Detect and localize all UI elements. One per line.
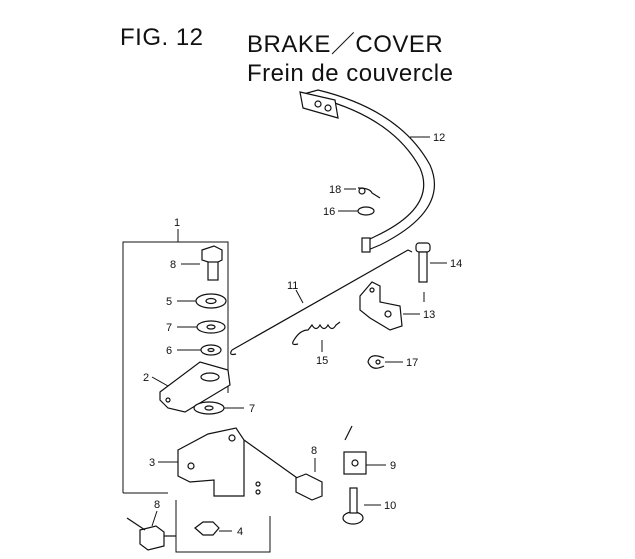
leader-line [151,376,169,387]
washer-part-5 [195,293,227,309]
spring-part-15 [292,321,341,346]
callout-13: 13 [423,309,435,321]
bracket-part-13 [359,281,403,331]
bolt-part-8-top [201,245,223,281]
callout-2: 2 [143,372,149,384]
leader-line [295,289,304,304]
spacer-part-6 [200,344,222,356]
lower-group-outline [175,500,271,553]
brake-band-part-12 [299,89,435,253]
callout-3: 3 [149,457,155,469]
callout-5: 5 [166,296,172,308]
callout-7-lower: 7 [249,403,255,415]
clip-part-18 [357,187,381,199]
title-english: BRAKE／COVER [247,31,444,58]
callout-8-bottom: 8 [154,499,160,511]
callout-8-right: 8 [311,445,317,457]
callout-15: 15 [316,355,328,367]
callout-8-top: 8 [170,259,176,271]
title-french: Frein de couvercle [247,60,454,87]
screw-part-10 [342,487,364,525]
callout-10: 10 [384,500,396,512]
callout-7-upper: 7 [166,322,172,334]
callout-6: 6 [166,345,172,357]
callout-14: 14 [450,258,462,270]
callout-18: 18 [329,184,341,196]
washer-part-16 [357,206,375,216]
callout-11: 11 [287,280,298,292]
plate-part-2 [159,361,231,413]
nut-part-4 [194,521,220,536]
washer-part-7-upper [196,320,226,334]
pin-part-14 [415,242,431,283]
clip-part-17 [367,355,385,369]
callout-1: 1 [174,217,180,229]
callout-17: 17 [406,357,418,369]
figure-number: FIG. 12 [120,24,204,51]
rod-part-11 [230,249,413,356]
callout-4: 4 [237,526,243,538]
washer-part-7-lower [193,401,225,415]
callout-12: 12 [433,132,445,144]
bolt-part-8-right [243,439,323,501]
bracket-part-3 [177,427,261,497]
callout-16: 16 [323,206,335,218]
nut-block-part-9 [343,425,367,475]
bolt-part-8-bottom [126,517,176,551]
callout-9: 9 [390,460,396,472]
leader-line [151,510,158,527]
